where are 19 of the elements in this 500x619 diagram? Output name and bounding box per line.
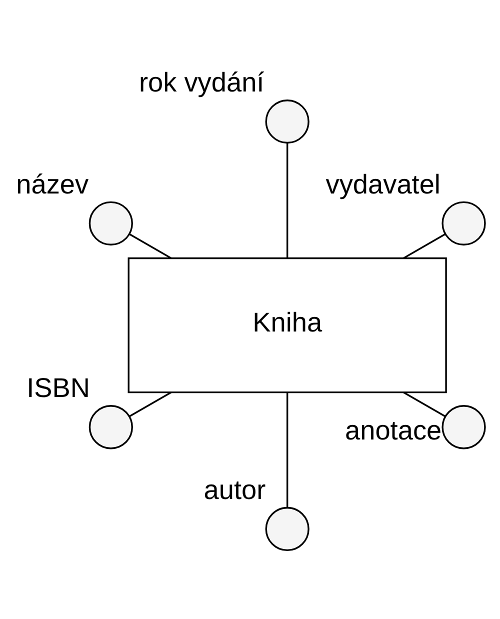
node-label: vydavatel [326,168,440,199]
connector [403,391,446,417]
connector [403,233,446,258]
node-circle [265,99,310,144]
node-circle [442,404,486,449]
node-circle [442,200,486,245]
node-circle [88,404,133,449]
node-box: Kniha [128,256,447,393]
connector [129,391,172,417]
connector [286,142,288,258]
connector [129,233,172,258]
node-label: autor [204,473,266,504]
node-label: anotace [345,414,442,446]
node-label: název [16,168,89,199]
connector [286,392,288,507]
node-circle [265,506,310,551]
node-label: ISBN [26,372,90,403]
node-circle [88,200,133,245]
node-label: rok vydání [139,66,264,98]
